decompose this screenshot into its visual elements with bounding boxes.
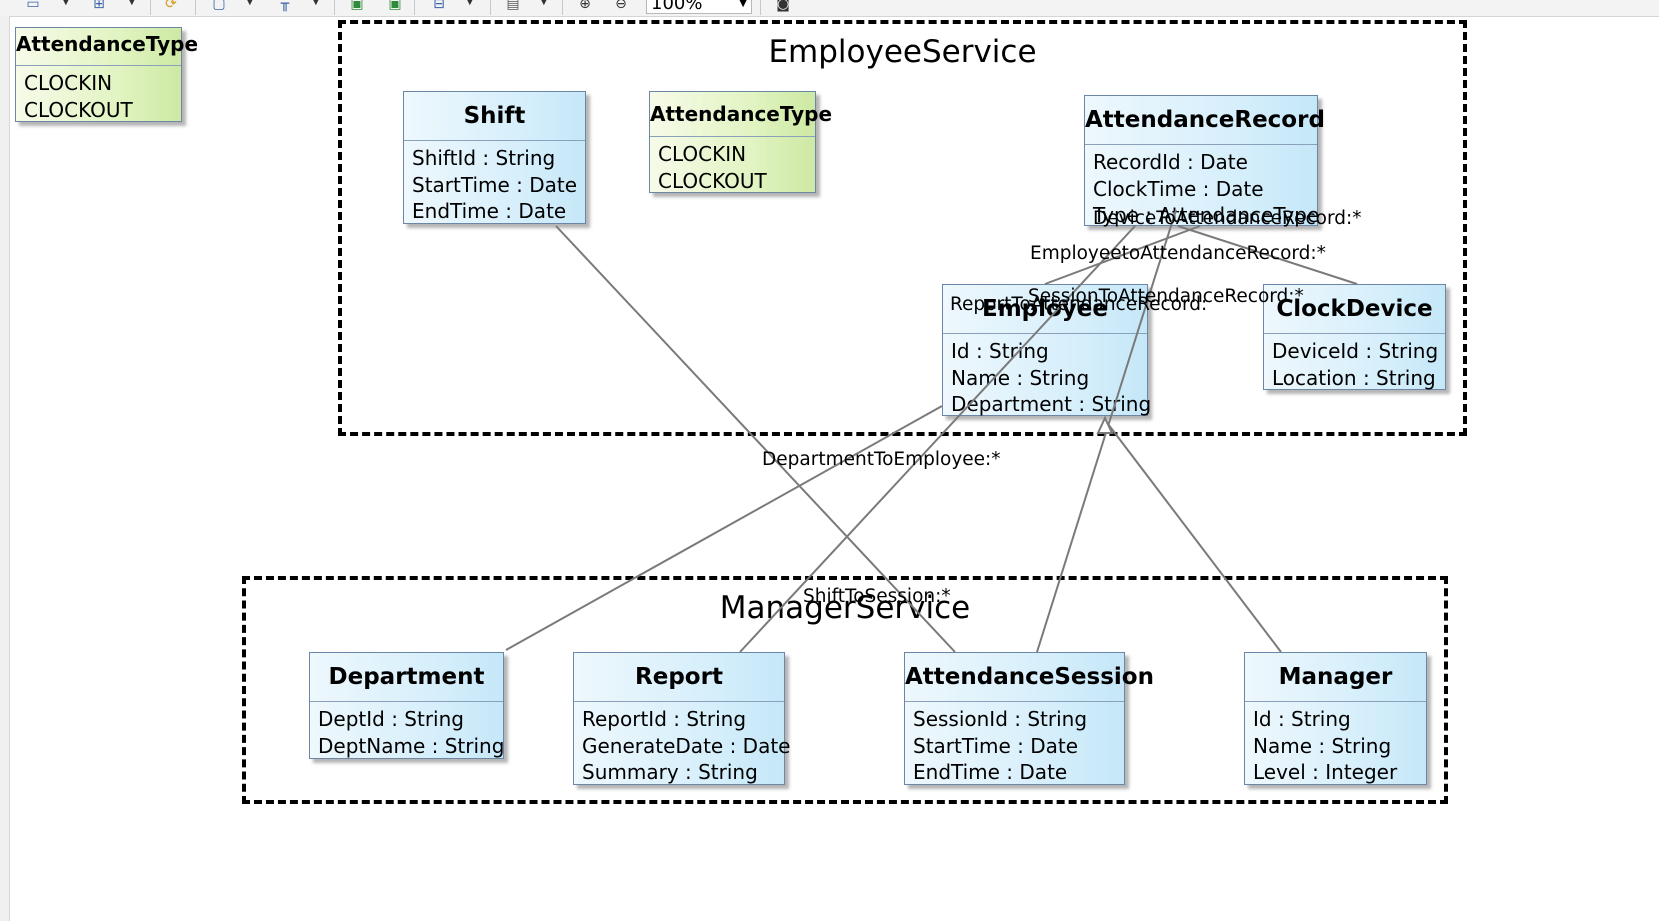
class-attribute: DeptName : String xyxy=(318,733,505,758)
class-name: AttendanceType xyxy=(16,28,198,66)
class-attendance-record[interactable]: AttendanceRecord RecordId : Date ClockTi… xyxy=(1084,95,1325,227)
class-clock-device[interactable]: ClockDevice DeviceId : String Location :… xyxy=(1263,284,1446,390)
class-attribute: StartTime : Date xyxy=(913,733,1079,758)
enum-literal: CLOCKIN xyxy=(658,142,747,166)
layout-icon[interactable]: ▭ xyxy=(26,0,40,12)
assoc-label-session-to-record: SessionToAttendanceRecord:* xyxy=(1028,286,1304,307)
class-name: AttendanceType xyxy=(650,92,832,137)
class-name: Manager xyxy=(1245,653,1426,702)
class-attribute: StartTime : Date xyxy=(412,172,578,197)
zoom-value: 100% xyxy=(651,0,703,14)
class-manager[interactable]: Manager Id : String Name : String Level … xyxy=(1244,652,1427,785)
class-attribute: Department : String xyxy=(951,392,1152,416)
class-attendance-session[interactable]: AttendanceSession SessionId : String Sta… xyxy=(904,652,1154,785)
import-icon[interactable]: ▣ xyxy=(388,0,402,12)
class-name: ClockDevice xyxy=(1264,285,1445,334)
align-icon[interactable]: ╥ xyxy=(280,0,290,12)
properties-icon[interactable]: ▤ xyxy=(506,0,520,12)
class-name: Shift xyxy=(404,92,585,141)
class-name: Report xyxy=(574,653,784,702)
class-attribute: EndTime : Date xyxy=(913,760,1068,784)
chevron-down-icon[interactable]: ▼ xyxy=(540,0,548,7)
class-attribute: DeptId : String xyxy=(318,707,464,731)
enum-literal: CLOCKOUT xyxy=(24,97,133,122)
assoc-label-report-to-record: ReportToAttendanceRecord: xyxy=(950,294,1208,315)
enum-attendance-type[interactable]: AttendanceType CLOCKIN CLOCKOUT xyxy=(649,91,832,193)
class-name: Department xyxy=(310,653,503,702)
zoom-select[interactable]: 100% ▼ xyxy=(646,0,752,14)
tree-layout-icon[interactable]: ⊞ xyxy=(93,0,105,12)
chevron-down-icon[interactable]: ▼ xyxy=(312,0,320,7)
chevron-down-icon[interactable]: ▼ xyxy=(466,0,474,7)
palette-edge xyxy=(0,16,10,921)
package-title: EmployeeService xyxy=(768,34,1037,70)
zoom-out-icon[interactable]: ⊖ xyxy=(615,0,627,12)
camera-icon[interactable]: ◙ xyxy=(776,0,790,12)
toolbar: ▭ ▼ ⊞ ▼ ⟳ ▢ ▼ ╥ ▼ ▣ ▣ ⊟ ▼ ▤ ▼ ⊕ ⊖ 100% ▼… xyxy=(0,0,1659,17)
enum-literal: CLOCKIN xyxy=(24,71,113,95)
page-icon[interactable]: ▢ xyxy=(212,0,226,12)
class-attribute: ReportId : String xyxy=(582,707,747,731)
assoc-label-shift-to-session: ShiftToSession:* xyxy=(803,586,951,607)
arrange-icon[interactable]: ⊟ xyxy=(433,0,445,12)
class-report[interactable]: Report ReportId : String GenerateDate : … xyxy=(573,652,791,785)
class-attribute: Name : String xyxy=(951,365,1090,390)
class-attribute: GenerateDate : Date xyxy=(582,733,791,758)
refresh-icon[interactable]: ⟳ xyxy=(165,0,177,12)
class-attribute: Location : String xyxy=(1272,365,1436,390)
class-attribute: SessionId : String xyxy=(913,707,1088,731)
zoom-in-icon[interactable]: ⊕ xyxy=(579,0,591,12)
class-name: AttendanceSession xyxy=(905,653,1154,702)
chevron-down-icon[interactable]: ▼ xyxy=(739,0,747,9)
chevron-down-icon[interactable]: ▼ xyxy=(246,0,254,7)
class-attribute: Id : String xyxy=(1253,707,1351,731)
enum-attendance-type-standalone[interactable]: AttendanceType CLOCKIN CLOCKOUT xyxy=(15,27,198,122)
class-attribute: Id : String xyxy=(951,339,1049,363)
assoc-label-device-to-record: DeviceToAttendanceRecord:* xyxy=(1093,208,1362,229)
assoc-label-employee-to-record: EmployeetoAttendanceRecord:* xyxy=(1030,243,1326,264)
export-icon[interactable]: ▣ xyxy=(350,0,364,12)
assoc-label-department-to-employee: DepartmentToEmployee:* xyxy=(762,449,1001,470)
class-department[interactable]: Department DeptId : String DeptName : St… xyxy=(309,652,504,759)
class-attribute: Name : String xyxy=(1253,733,1392,758)
class-attribute: ClockTime : Date xyxy=(1093,176,1264,201)
class-attribute: DeviceId : String xyxy=(1272,339,1439,363)
class-attribute: Summary : String xyxy=(582,760,758,784)
class-attribute: ShiftId : String xyxy=(412,146,556,170)
class-shift[interactable]: Shift ShiftId : String StartTime : Date … xyxy=(403,91,586,224)
class-attribute: EndTime : Date xyxy=(412,199,567,223)
class-attribute: Level : Integer xyxy=(1253,760,1398,784)
class-attribute: RecordId : Date xyxy=(1093,150,1248,174)
chevron-down-icon[interactable]: ▼ xyxy=(128,0,136,7)
chevron-down-icon[interactable]: ▼ xyxy=(62,0,70,7)
class-name: AttendanceRecord xyxy=(1085,96,1325,145)
enum-literal: CLOCKOUT xyxy=(658,168,767,193)
